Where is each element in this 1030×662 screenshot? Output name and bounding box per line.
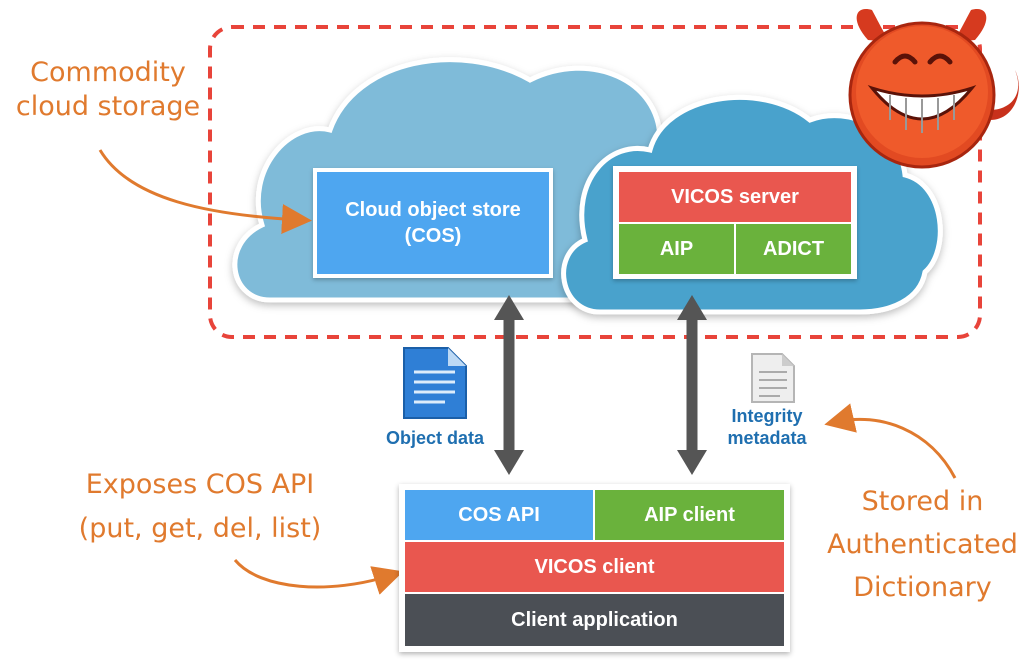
vicos-server-stack: VICOS server AIP ADICT	[613, 166, 857, 279]
stored-line-1: Stored in	[861, 486, 984, 517]
stored-in-authenticated-dictionary-annotation: Stored in Authenticated Dictionary	[820, 480, 1025, 610]
vicos-client-box: VICOS client	[405, 542, 784, 592]
aip-box: AIP	[619, 224, 734, 274]
exposes-cos-api-annotation: Exposes COS API (put, get, del, list)	[50, 468, 350, 546]
exposes-annotation-arrow	[233, 559, 404, 595]
aip-client-box: AIP client	[595, 490, 784, 540]
exposes-line-1: Exposes COS API	[85, 469, 315, 500]
integrity-label-line-2: metadata	[727, 427, 807, 448]
integrity-metadata-document-icon	[751, 353, 795, 403]
commodity-cloud-storage-annotation: Commodity cloud storage	[8, 56, 208, 124]
commodity-line-1: Commodity	[30, 57, 186, 88]
client-stack: COS API AIP client VICOS client Client a…	[399, 484, 790, 652]
cos-box-line-1: Cloud object store	[345, 199, 521, 221]
stored-line-2: Authenticated	[827, 529, 1018, 561]
object-data-label: Object data	[385, 428, 485, 448]
client-application-box: Client application	[405, 594, 784, 646]
vicos-server-box: VICOS server	[619, 172, 851, 222]
object-data-arrow	[494, 295, 524, 475]
exposes-line-2: (put, get, del, list)	[78, 512, 322, 544]
cloud-object-store-box: Cloud object store (COS)	[313, 168, 553, 278]
cloud-boundary-dashed	[208, 25, 982, 339]
cos-api-box: COS API	[405, 490, 593, 540]
cos-box-line-2: (COS)	[404, 225, 462, 247]
devil-face-icon	[848, 9, 1019, 169]
stored-annotation-arrow	[824, 403, 957, 479]
integrity-metadata-arrow	[677, 295, 707, 475]
integrity-metadata-label: Integrity metadata	[712, 406, 822, 449]
commodity-line-2: cloud storage	[15, 90, 201, 122]
stored-line-3: Dictionary	[853, 572, 992, 604]
adict-box: ADICT	[736, 224, 851, 274]
integrity-label-line-1: Integrity	[731, 406, 803, 426]
object-data-document-icon	[403, 347, 467, 419]
commodity-annotation-arrow	[98, 149, 312, 234]
